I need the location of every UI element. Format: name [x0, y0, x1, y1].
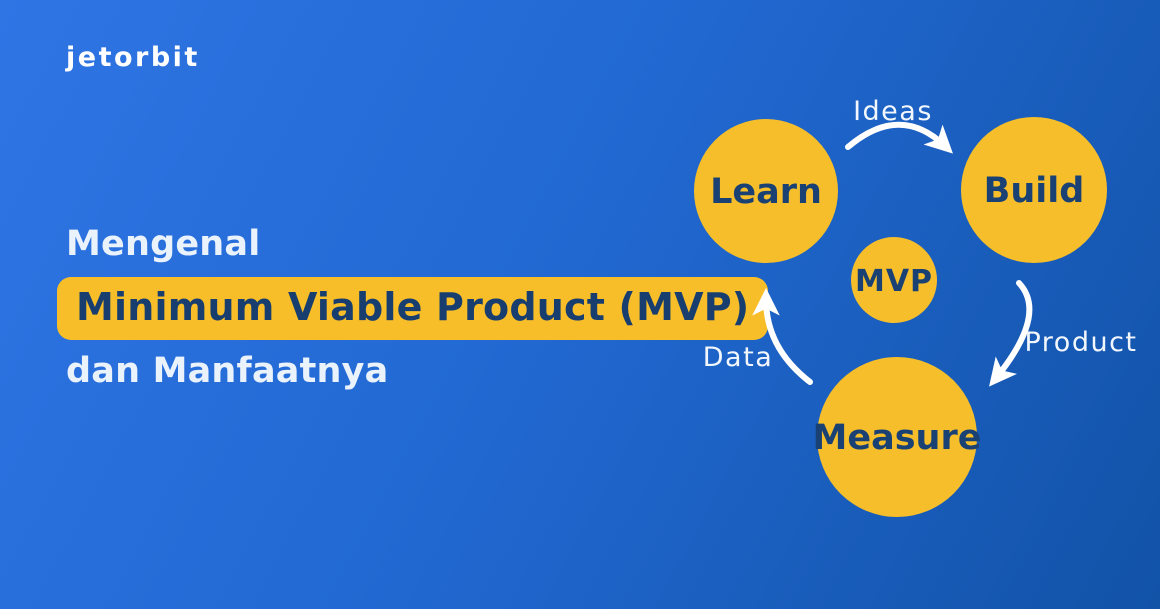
title-block: Mengenal Minimum Viable Product (MVP) da…: [57, 224, 769, 392]
title-highlight: Minimum Viable Product (MVP): [57, 277, 769, 341]
measure-circle: [817, 357, 977, 517]
measure-label: Measure: [813, 418, 982, 458]
brand-logo: jetorbit: [66, 42, 200, 73]
build-circle: [961, 117, 1107, 263]
arrow-measure-to-learn: [752, 287, 813, 385]
build-label: Build: [984, 171, 1085, 211]
edge-label-ideas: Ideas: [853, 96, 933, 127]
node-mvp: MVP: [851, 237, 937, 323]
mvp-circle: [851, 237, 937, 323]
node-build: Build: [961, 117, 1107, 263]
node-learn: Learn: [694, 119, 838, 263]
title-line-3: dan Manfaatnya: [66, 351, 389, 392]
arrow-learn-to-build: [845, 121, 953, 154]
arrow-build-to-measure: [989, 280, 1033, 387]
node-measure: Measure: [813, 357, 982, 517]
title-line-1: Mengenal: [66, 224, 261, 264]
learn-circle: [694, 119, 838, 263]
learn-label: Learn: [710, 172, 822, 212]
mvp-label: MVP: [855, 264, 933, 299]
edge-label-product: Product: [1024, 327, 1137, 358]
mvp-cycle-diagram: Ideas Product Data Learn Build MVP Measu…: [694, 96, 1137, 517]
edge-label-data: Data: [703, 342, 773, 373]
